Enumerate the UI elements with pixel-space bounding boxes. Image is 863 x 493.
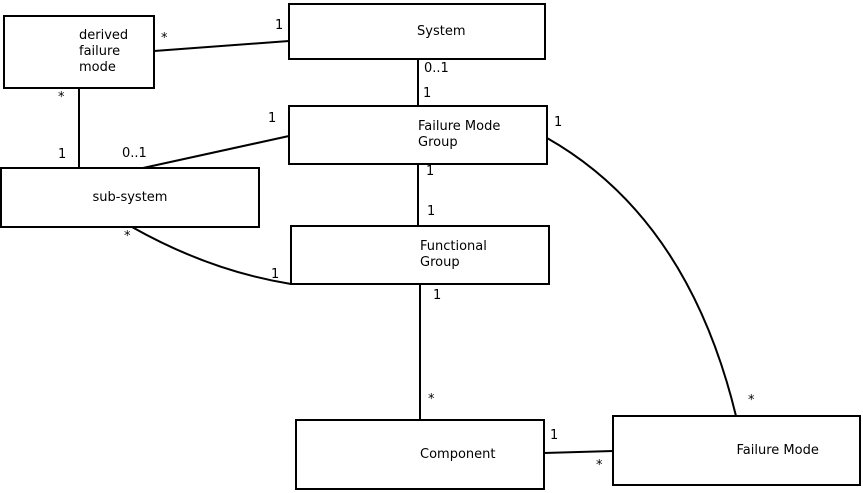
multiplicity-label: 1: [550, 428, 559, 443]
multiplicity-label: 0..1: [424, 61, 449, 76]
multiplicity-label: 1: [268, 111, 277, 126]
node-sub-system: sub-system: [0, 167, 260, 228]
multiplicity-label: 1: [271, 267, 280, 282]
multiplicity-label: *: [161, 31, 168, 46]
multiplicity-label: *: [58, 90, 65, 105]
association-derived-failure-mode-system: [153, 40, 290, 52]
multiplicity-label: 1: [554, 115, 563, 130]
association-sub-system-functional-group: [131, 226, 292, 285]
multiplicity-label: 1: [433, 288, 442, 303]
node-derived-failure-mode: derived failure mode: [3, 15, 155, 89]
multiplicity-label: 1: [423, 86, 432, 101]
multiplicity-label: *: [596, 458, 603, 473]
multiplicity-label: 0..1: [122, 146, 147, 161]
association-failure-mode-group-failure-mode: [546, 137, 737, 417]
node-label: Functional Group: [420, 239, 487, 270]
node-label: Failure Mode: [736, 442, 819, 458]
node-label: Failure Mode Group: [418, 119, 501, 150]
multiplicity-label: 1: [426, 164, 435, 179]
node-label: derived failure mode: [79, 28, 129, 75]
multiplicity-label: *: [748, 393, 755, 408]
node-system: System: [288, 3, 546, 60]
node-label: Component: [420, 446, 496, 462]
node-component: Component: [295, 419, 545, 490]
node-failure-mode: Failure Mode: [612, 415, 861, 486]
node-label: System: [417, 23, 466, 39]
multiplicity-label: 1: [427, 204, 436, 219]
multiplicity-label: 1: [58, 147, 67, 162]
multiplicity-label: 1: [275, 18, 284, 33]
node-functional-group: Functional Group: [290, 225, 550, 285]
multiplicity-label: *: [428, 392, 435, 407]
association-sub-system-failure-mode-group: [142, 135, 290, 169]
node-label: sub-system: [92, 189, 168, 205]
node-failure-mode-group: Failure Mode Group: [288, 105, 548, 165]
association-component-failure-mode: [543, 450, 614, 454]
multiplicity-label: *: [124, 229, 131, 244]
